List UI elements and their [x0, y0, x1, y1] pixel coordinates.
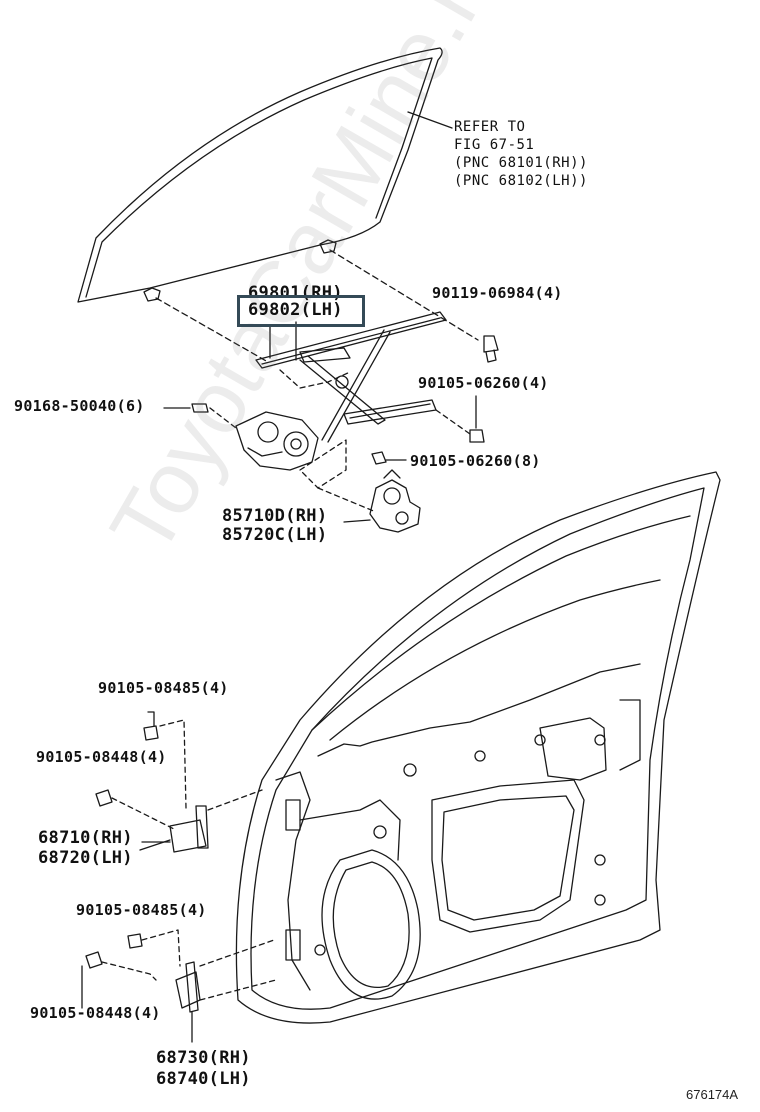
figure-id: 676174A — [686, 1087, 739, 1102]
bolt-90168-label: 90168-50040(6) — [14, 397, 145, 415]
regulator-base — [209, 407, 377, 513]
refer-note-line2: FIG 67-51 — [454, 137, 535, 153]
bolt-90105-06260-upper — [435, 395, 485, 443]
window-motor — [343, 469, 421, 533]
lower-hinge — [81, 929, 277, 1043]
refer-note-line4: (PNC 68102(LH)) — [454, 173, 588, 189]
refer-note-line3: (PNC 68101(RH)) — [454, 155, 588, 171]
lower-hinge-lh-label: 68740(LH) — [156, 1069, 251, 1089]
upper-hinge-bolt-top-label: 90105-08485(4) — [98, 679, 229, 697]
upper-hinge-bolt-side-label: 90105-08448(4) — [36, 748, 167, 766]
bolt-90119-label: 90119-06984(4) — [432, 284, 563, 302]
upper-hinge-rh-label: 68710(RH) — [38, 828, 133, 848]
bolt-90105-06260-4-label: 90105-06260(4) — [418, 374, 549, 392]
bolt-90168 — [163, 403, 209, 413]
highlight-box — [237, 295, 365, 327]
upper-hinge-lh-label: 68720(LH) — [38, 848, 133, 868]
lower-hinge-bolt-top-label: 90105-08485(4) — [76, 901, 207, 919]
bolt-90105-06260-lower — [371, 451, 407, 465]
lower-hinge-bolt-side-label: 90105-08448(4) — [30, 1004, 161, 1022]
window-regulator — [255, 311, 447, 443]
door-glass — [77, 47, 453, 303]
refer-note-line1: REFER TO — [454, 119, 526, 135]
upper-hinge — [95, 711, 263, 853]
bolt-90119 — [483, 335, 499, 363]
motor-rh-label: 85710D(RH) — [222, 506, 328, 526]
motor-lh-label: 85720C(LH) — [222, 525, 328, 545]
door-shell — [235, 471, 721, 1024]
bolt-90105-06260-8-label: 90105-06260(8) — [410, 452, 541, 470]
regulator-lh-label: 69802(LH) — [248, 300, 343, 320]
lower-hinge-rh-label: 68730(RH) — [156, 1048, 251, 1068]
